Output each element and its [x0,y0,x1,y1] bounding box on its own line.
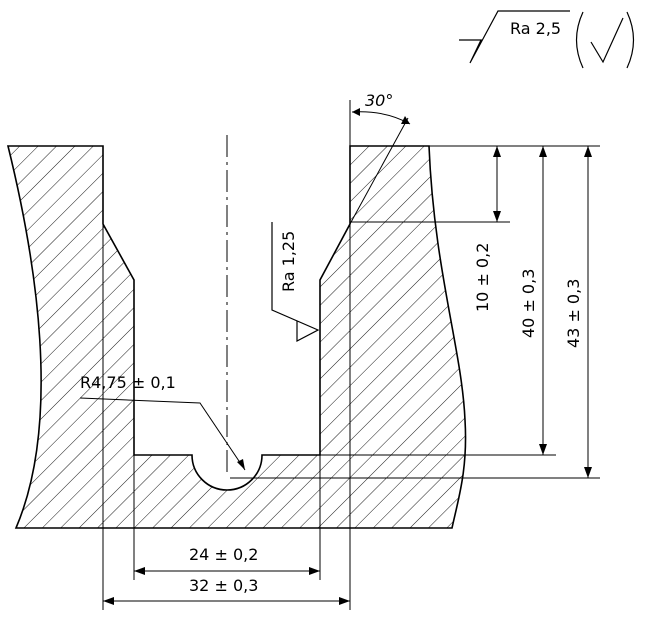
part-section [6,145,467,529]
groove-roughness-label: Ra 1,25 [279,231,298,292]
dimension-depth-chamfer: 10 ± 0,2 [473,146,501,312]
angle-annotation: 30° [349,91,411,225]
dimension-width-inner-label: 24 ± 0,2 [189,545,258,564]
dimension-width-inner: 24 ± 0,2 [134,545,320,575]
dimension-depth-chamfer-label: 10 ± 0,2 [473,243,492,312]
extension-lines-bottom [102,224,351,610]
dimension-depth-groove: 40 ± 0,3 [519,146,547,455]
extension-lines-right [230,145,600,479]
dimension-depth-total-label: 43 ± 0,3 [564,279,583,348]
general-roughness-label: Ra 2,5 [510,19,561,38]
general-roughness-symbol: Ra 2,5 [459,10,635,69]
dimension-depth-groove-label: 40 ± 0,3 [519,269,538,338]
radius-annotation: R4,75 ± 0,1 [79,373,246,471]
radius-label: R4,75 ± 0,1 [80,373,176,392]
dimension-depth-total: 43 ± 0,3 [564,146,592,478]
dimension-width-outer-label: 32 ± 0,3 [189,576,258,595]
angle-label: 30° [365,91,393,110]
dimension-width-outer: 32 ± 0,3 [103,576,350,605]
groove-roughness-symbol: Ra 1,25 [271,222,320,342]
